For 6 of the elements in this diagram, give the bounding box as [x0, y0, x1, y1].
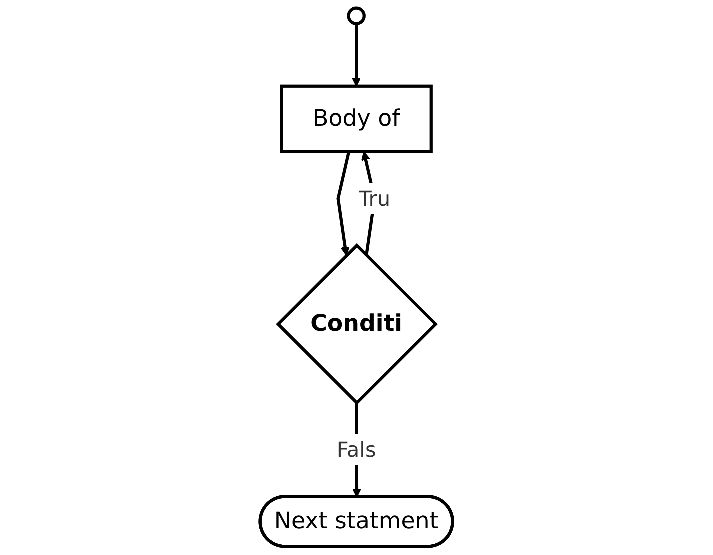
arrow [352, 24, 362, 87]
edge-label: Fals [336, 437, 376, 462]
arrow [336, 152, 350, 256]
node-circle [347, 6, 366, 26]
edge-label: Tru [359, 186, 390, 212]
node-diamond: Conditi [276, 243, 438, 406]
